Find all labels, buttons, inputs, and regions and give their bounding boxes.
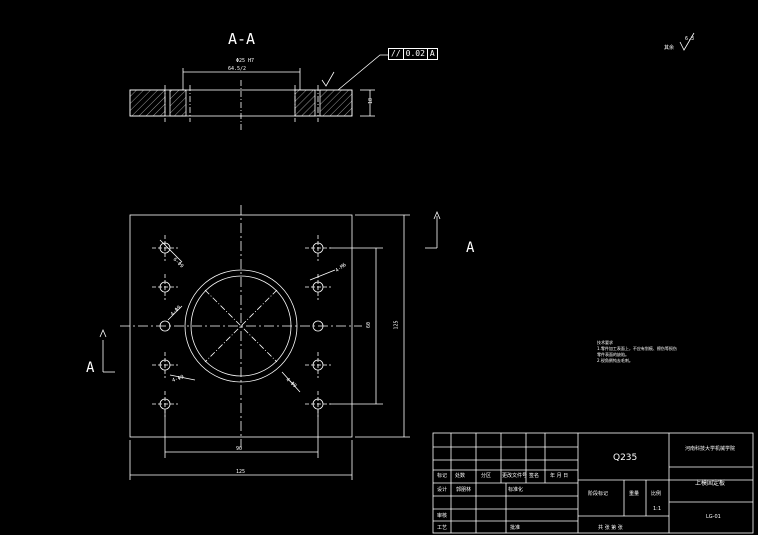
label-review: 审核: [437, 513, 448, 519]
dim-top-width: 64.5/2: [228, 66, 247, 72]
notes-line-1: 1.零件加工表面上，不应有划痕、擦伤等损伤: [597, 346, 677, 351]
label-weight: 重量: [629, 491, 640, 497]
roughness-value: 6.3: [685, 36, 695, 42]
dim-right-outer: 125: [393, 320, 400, 330]
section-view: [129, 54, 388, 130]
datum-label: A: [429, 49, 435, 58]
section-letter-right: A: [466, 240, 475, 256]
dim-bottom-inner: 90: [236, 446, 243, 452]
label-approve: 批准: [510, 525, 521, 531]
section-title: A-A: [228, 30, 256, 48]
section-hatch-left: [129, 89, 166, 117]
title-block: [432, 432, 754, 534]
label-mark: 标记: [437, 473, 448, 479]
label-process: 工艺: [437, 525, 448, 531]
flatness-value: 0.02: [404, 49, 428, 59]
label-signature: 签名: [529, 473, 540, 479]
flatness-tolerance-frame: // 0.02 A: [388, 48, 438, 60]
dim-top-bore: Φ25 H7: [236, 58, 255, 64]
notes-line-3: 2.锐角倒钝去毛刺。: [597, 358, 633, 363]
section-hatch-right-2: [294, 89, 316, 117]
plan-view: [120, 205, 410, 480]
label-count: 处数: [455, 473, 466, 479]
notes-line-2: 零件表面的缺陷。: [597, 352, 629, 357]
roughness-label: 其余: [664, 45, 675, 51]
label-zone: 分区: [481, 473, 492, 479]
section-hatch-right: [319, 89, 353, 117]
label-scale: 比例: [651, 491, 662, 497]
designer-name: 郭朋林: [456, 487, 472, 493]
label-sheets: 共 张 第 张: [598, 525, 623, 531]
roughness-symbol-icon: [679, 32, 695, 51]
dim-right-inner: 60: [366, 321, 373, 329]
scale-value: 1:1: [653, 506, 662, 512]
dim-thickness: 18: [368, 97, 375, 105]
flatness-symbol: //: [389, 49, 404, 59]
label-design: 设计: [437, 487, 448, 493]
part-name: 上模固定板: [695, 480, 726, 487]
section-letter-left: A: [86, 360, 95, 376]
label-change-doc: 更改文件号: [502, 473, 528, 479]
label-stage-mark: 阶段标记: [588, 491, 609, 497]
material: Q235: [613, 453, 638, 463]
dim-bottom-outer: 125: [236, 469, 246, 475]
technical-notes: 技术要求 1.零件加工表面上，不应有划痕、擦伤等损伤 零件表面的缺陷。 2.锐角…: [597, 340, 677, 364]
notes-title: 技术要求: [597, 340, 613, 345]
label-standardize: 标准化: [508, 487, 524, 493]
section-cut-marks: [99, 210, 441, 373]
school-name: 河南科技大学机械学院: [685, 446, 736, 452]
label-date: 年 月 日: [550, 473, 569, 479]
section-hatch-left-2: [169, 89, 187, 117]
drawing-number: LG-01: [706, 514, 721, 520]
